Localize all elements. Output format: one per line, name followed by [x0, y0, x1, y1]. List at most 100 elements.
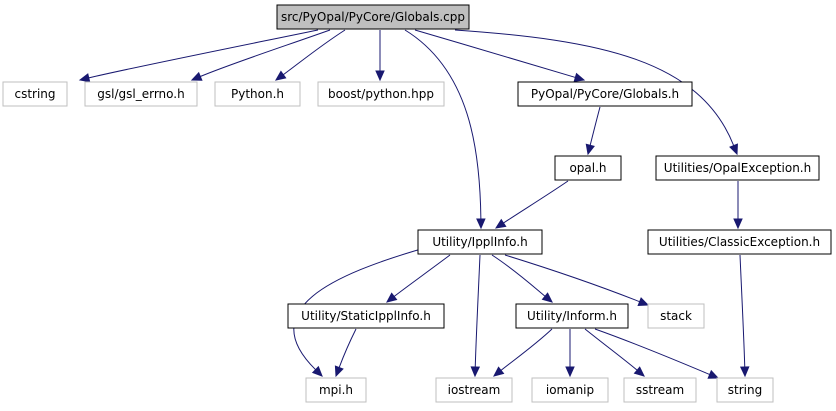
node-cstring: cstring: [2, 81, 68, 107]
node-label: string: [728, 383, 762, 397]
arrowhead-icon: [386, 292, 398, 303]
edge-opal_exception-to-classic_exception: [733, 181, 743, 230]
node-label: PyOpal/PyCore/Globals.h: [531, 87, 679, 101]
arrowhead-icon: [78, 73, 91, 83]
edge-line: [338, 328, 357, 368]
node-python-h: Python.h: [214, 81, 301, 107]
edge-line: [293, 246, 429, 371]
edge-line: [739, 254, 746, 368]
edge-ippl_info-to-stack: [504, 254, 650, 306]
edge-line: [491, 254, 546, 297]
node-label: src/PyOpal/PyCore/Globals.cpp: [281, 10, 465, 24]
arrowhead-icon: [493, 366, 505, 377]
node-static-ippl-info[interactable]: Utility/StaticIpplInfo.h: [287, 303, 445, 329]
node-string: string: [716, 377, 774, 403]
edge-ippl_info-to-inform_h: [491, 254, 553, 303]
edge-inform_h-to-iostream: [493, 328, 553, 377]
edge-inform_h-to-sstream: [584, 328, 645, 377]
node-iomanip: iomanip: [531, 377, 609, 403]
arrowhead-icon: [729, 143, 738, 156]
node-box: [716, 377, 774, 403]
arrowhead-icon: [707, 369, 720, 379]
arrowhead-icon: [190, 71, 203, 81]
edge-globals_cpp-to-ippl_info: [404, 29, 486, 230]
edge-globals_cpp-to-globals_h: [414, 29, 586, 82]
edge-line: [200, 29, 331, 77]
edge-globals_cpp-to-cstring: [78, 29, 319, 83]
node-label: opal.h: [569, 161, 606, 175]
node-inform-h[interactable]: Utility/Inform.h: [515, 303, 629, 329]
node-box: [276, 4, 470, 30]
arrowhead-icon: [311, 365, 323, 377]
edge-line: [584, 328, 638, 371]
edge-line: [504, 254, 640, 303]
node-sstream: sstream: [623, 377, 697, 403]
node-mpi-h: mpi.h: [305, 377, 367, 403]
edge-line: [454, 29, 735, 146]
node-globals-h[interactable]: PyOpal/PyCore/Globals.h: [517, 81, 693, 107]
edge-globals_cpp-to-boost_python: [375, 29, 385, 82]
arrowhead-icon: [375, 70, 385, 82]
edge-line: [393, 254, 451, 297]
node-box: [214, 81, 301, 107]
arrowhead-icon: [637, 297, 650, 306]
arrowhead-icon: [733, 218, 743, 230]
edge-classic_exception-to-string: [739, 254, 750, 378]
node-globals-cpp[interactable]: src/PyOpal/PyCore/Globals.cpp: [276, 4, 470, 30]
node-label: iostream: [448, 383, 501, 397]
node-box: [655, 155, 820, 181]
edge-inform_h-to-string: [594, 328, 720, 379]
arrowhead-icon: [565, 366, 575, 378]
node-box: [647, 229, 832, 255]
node-box: [84, 81, 198, 107]
node-label: Utility/IpplInfo.h: [432, 235, 527, 249]
node-gsl-errno: gsl/gsl_errno.h: [84, 81, 198, 107]
arrowhead-icon: [633, 366, 645, 377]
edge-ippl_info-to-mpi_h: [293, 246, 429, 377]
node-opal-exception[interactable]: Utilities/OpalException.h: [655, 155, 820, 181]
node-label: stack: [660, 309, 692, 323]
edge-line: [88, 29, 319, 79]
node-ippl-info[interactable]: Utility/IpplInfo.h: [417, 229, 543, 255]
graph-edges: [78, 29, 750, 379]
arrowhead-icon: [275, 70, 287, 81]
edge-line: [414, 29, 576, 78]
node-box: [515, 303, 629, 329]
edge-ippl_info-to-iostream: [470, 254, 481, 378]
node-box: [417, 229, 543, 255]
node-classic-exception[interactable]: Utilities/ClassicException.h: [647, 229, 832, 255]
node-box: [531, 377, 609, 403]
edge-line: [404, 29, 482, 220]
node-label: Utility/StaticIpplInfo.h: [301, 309, 431, 323]
node-label: cstring: [14, 87, 55, 101]
edge-line: [589, 106, 601, 146]
arrowhead-icon: [334, 365, 344, 378]
edge-ippl_info-to-static_ippl_info: [386, 254, 451, 303]
arrowhead-icon: [541, 292, 553, 303]
graph-nodes: src/PyOpal/PyCore/Globals.cpp cstring gsl/…: [2, 4, 832, 403]
node-box: [317, 81, 445, 107]
node-boost-python: boost/python.hpp: [317, 81, 445, 107]
edge-globals_cpp-to-gsl_errno: [190, 29, 331, 81]
edge-globals_cpp-to-opal_exception: [454, 29, 738, 156]
node-iostream: iostream: [435, 377, 513, 403]
node-label: Utility/Inform.h: [527, 309, 617, 323]
arrowhead-icon: [494, 218, 507, 229]
node-box: [305, 377, 367, 403]
node-label: boost/python.hpp: [328, 87, 434, 101]
edge-line: [503, 180, 569, 224]
edge-globals_cpp-to-python_h: [275, 29, 346, 81]
node-box: [554, 155, 622, 181]
node-box: [623, 377, 697, 403]
node-box: [517, 81, 693, 107]
node-label: Python.h: [231, 87, 284, 101]
node-label: iomanip: [546, 383, 594, 397]
node-box: [647, 303, 705, 329]
edge-globals_h-to-opal_h: [585, 106, 601, 156]
node-label: Utilities/ClassicException.h: [659, 235, 820, 249]
edge-line: [594, 328, 710, 375]
node-box: [287, 303, 445, 329]
node-opal-h[interactable]: opal.h: [554, 155, 622, 181]
arrowhead-icon: [585, 143, 595, 156]
